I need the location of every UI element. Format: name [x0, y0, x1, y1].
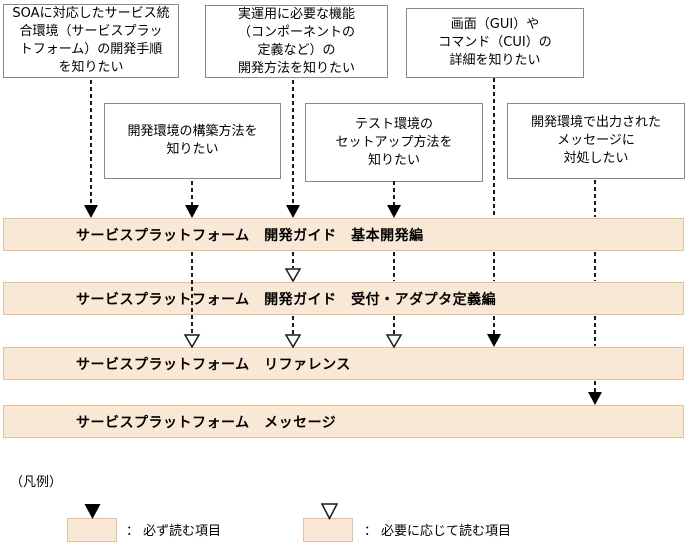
question-box-handle-messages: 開発環境で出力された メッセージに 対処したい	[507, 103, 685, 179]
legend-separator: ：	[126, 524, 140, 539]
optional-read-arrow-icon	[284, 334, 302, 349]
legend-separator: ：	[364, 524, 378, 539]
question-box-production-functions: 実運用に必要な機能 （コンポーネントの 定義など）の 開発方法を知りたい	[205, 5, 388, 78]
must-read-arrow-icon	[185, 205, 199, 218]
question-box-test-env-setup: テスト環境の セットアップ方法を 知りたい	[305, 103, 483, 182]
manual-title: サービスプラットフォーム 開発ガイド 基本開発編	[76, 227, 424, 244]
must-read-arrow-icon	[84, 504, 101, 519]
must-read-arrow-icon	[588, 392, 602, 405]
question-box-env-construction: 開発環境の構築方法を 知りたい	[104, 103, 281, 179]
manual-title: サービスプラットフォーム 開発ガイド 受付・アダプタ定義編	[76, 291, 497, 308]
must-read-arrow-icon	[286, 205, 300, 218]
manual-bar-adapter-definition: サービスプラットフォーム 開発ガイド 受付・アダプタ定義編	[3, 282, 684, 315]
legend-label-must-read: 必ず読む項目	[143, 524, 222, 539]
must-read-arrow-icon	[84, 205, 98, 218]
legend-label-optional-read: 必要に応じて読む項目	[381, 524, 512, 539]
manual-title: サービスプラットフォーム メッセージ	[76, 414, 337, 431]
question-box-gui-cui-details: 画面（GUI）や コマンド（CUI）の 詳細を知りたい	[406, 8, 584, 78]
manual-bar-messages: サービスプラットフォーム メッセージ	[3, 405, 684, 438]
legend-title: （凡例）	[10, 475, 63, 490]
optional-read-arrow-icon	[385, 334, 403, 349]
optional-read-arrow-icon	[284, 268, 302, 283]
legend-sample-bar-optional-read	[303, 518, 353, 542]
optional-read-arrow-icon	[183, 334, 201, 349]
manual-title: サービスプラットフォーム リファレンス	[76, 356, 351, 373]
manual-bar-basic-development: サービスプラットフォーム 開発ガイド 基本開発編	[3, 218, 684, 251]
must-read-arrow-icon	[387, 205, 401, 218]
legend-sample-bar-must-read	[67, 518, 117, 542]
question-box-soa-procedure: SOAに対応したサービス統 合環境（サービスプラッ トフォーム）の開発手順 を知…	[3, 4, 179, 78]
optional-read-arrow-icon	[321, 503, 338, 520]
must-read-arrow-icon	[487, 334, 501, 347]
manual-bar-reference: サービスプラットフォーム リファレンス	[3, 347, 684, 380]
